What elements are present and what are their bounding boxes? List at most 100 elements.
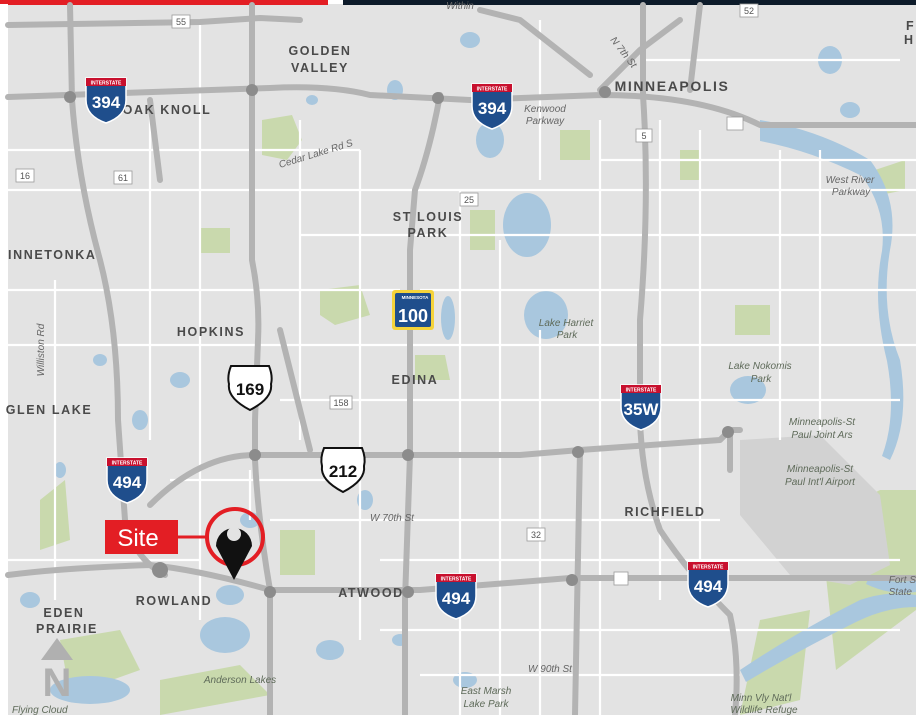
label-eden-prairie-1: EDEN bbox=[43, 606, 84, 620]
svg-text:100: 100 bbox=[398, 306, 428, 326]
park-lake-nokomis-1: Lake Nokomis bbox=[728, 361, 791, 372]
svg-text:61: 61 bbox=[118, 173, 128, 183]
park-flying-cloud: Flying Cloud bbox=[12, 705, 68, 715]
label-eden-prairie-2: PRAIRIE bbox=[36, 622, 98, 636]
label-edge-f: F bbox=[906, 19, 915, 33]
park-east-marsh-1: East Marsh bbox=[461, 686, 512, 697]
label-st-louis-park-1: ST LOUIS bbox=[393, 210, 463, 224]
svg-text:52: 52 bbox=[744, 6, 754, 16]
route-badge-61: 61 bbox=[113, 170, 133, 185]
site-marker[interactable]: Site bbox=[105, 507, 265, 580]
road-williston: Williston Rd bbox=[36, 323, 47, 376]
road-west-river-1: West River bbox=[826, 175, 875, 186]
park-minn-valley-1: Minn Vly Nat'l bbox=[731, 693, 793, 704]
airport-area bbox=[740, 435, 890, 585]
svg-text:169: 169 bbox=[236, 380, 264, 399]
park-msp-joint-1: Minneapolis-St bbox=[789, 417, 856, 428]
label-st-louis-park-2: PARK bbox=[408, 226, 449, 240]
label-minneapolis: MINNEAPOLIS bbox=[615, 78, 730, 94]
route-badge-blank-2 bbox=[613, 571, 629, 586]
road-w90th: W 90th St bbox=[528, 664, 573, 675]
label-hopkins: HOPKINS bbox=[177, 325, 245, 339]
state-shield-100: MINNESOTA 100 bbox=[392, 290, 434, 330]
route-badge-16: 16 bbox=[15, 168, 35, 183]
park-msp-joint-2: Paul Joint Ars bbox=[791, 430, 852, 441]
road-within: Within bbox=[446, 1, 474, 12]
interstate-shield-35w: INTERSTATE 35W bbox=[620, 384, 662, 431]
svg-text:494: 494 bbox=[694, 577, 723, 596]
top-accent-bar-navy bbox=[343, 0, 916, 5]
park-labels: Lake Harriet Park Lake Nokomis Park Minn… bbox=[12, 318, 856, 715]
svg-text:494: 494 bbox=[442, 589, 471, 608]
park-lake-harriet-2: Park bbox=[557, 330, 579, 341]
us-shield-169: 169 bbox=[227, 365, 273, 412]
route-badge-55: 55 bbox=[171, 14, 191, 29]
route-badge-52: 52 bbox=[739, 3, 759, 18]
site-label: Site bbox=[117, 525, 158, 552]
route-badges: 55 52 16 61 25 5 158 32 bbox=[15, 3, 759, 586]
label-glen-lake: GLEN LAKE bbox=[6, 403, 93, 417]
road-west-river-2: Parkway bbox=[832, 187, 871, 198]
park-lake-nokomis-2: Park bbox=[751, 374, 773, 385]
svg-text:32: 32 bbox=[531, 530, 541, 540]
road-fort-s-1: Fort S bbox=[889, 575, 916, 586]
interstate-shield-394-b: INTERSTATE 394 bbox=[471, 83, 513, 130]
route-badge-25: 25 bbox=[459, 192, 479, 207]
label-edina: EDINA bbox=[392, 373, 439, 387]
map-pin-icon bbox=[216, 528, 252, 580]
svg-text:35W: 35W bbox=[624, 400, 660, 419]
interstate-shield-494-c: INTERSTATE 494 bbox=[687, 561, 729, 608]
label-golden-valley-2: VALLEY bbox=[291, 61, 349, 75]
svg-text:INTERSTATE: INTERSTATE bbox=[693, 565, 724, 571]
park-east-marsh-2: Lake Park bbox=[463, 699, 509, 710]
svg-text:394: 394 bbox=[92, 93, 121, 112]
svg-text:394: 394 bbox=[478, 99, 507, 118]
north-arrow-icon: N bbox=[41, 638, 73, 705]
svg-text:494: 494 bbox=[113, 473, 142, 492]
us-shield-212: 212 bbox=[320, 447, 366, 494]
svg-text:5: 5 bbox=[641, 131, 646, 141]
svg-text:25: 25 bbox=[464, 195, 474, 205]
svg-text:MINNESOTA: MINNESOTA bbox=[402, 295, 429, 300]
svg-text:INTERSTATE: INTERSTATE bbox=[441, 577, 472, 583]
label-edge-h: H bbox=[904, 33, 915, 47]
park-anderson-lakes: Anderson Lakes bbox=[203, 675, 276, 686]
route-badge-158: 158 bbox=[329, 395, 353, 410]
svg-text:212: 212 bbox=[329, 462, 357, 481]
svg-text:INTERSTATE: INTERSTATE bbox=[112, 461, 143, 467]
top-accent-bar-red bbox=[0, 0, 328, 5]
svg-text:INTERSTATE: INTERSTATE bbox=[477, 87, 508, 93]
svg-text:55: 55 bbox=[176, 17, 186, 27]
interstate-shield-494-a: INTERSTATE 494 bbox=[106, 457, 148, 504]
interstate-shield-494-b: INTERSTATE 494 bbox=[435, 573, 477, 620]
route-badge-5: 5 bbox=[635, 128, 653, 143]
svg-text:N: N bbox=[43, 661, 72, 705]
park-minn-valley-2: Wildlife Refuge bbox=[730, 705, 798, 715]
road-kenwood-2: Parkway bbox=[526, 116, 565, 127]
route-badge-blank-1 bbox=[726, 116, 744, 131]
park-msp-airport-2: Paul Int'l Airport bbox=[785, 477, 856, 488]
label-oak-knoll: OAK KNOLL bbox=[123, 103, 212, 117]
svg-text:158: 158 bbox=[333, 398, 348, 408]
park-lake-harriet-1: Lake Harriet bbox=[539, 318, 595, 329]
route-badge-32: 32 bbox=[526, 527, 546, 542]
interchanges bbox=[64, 84, 734, 598]
road-fort-s-2: State bbox=[889, 587, 913, 598]
label-minnetonka: INNETONKA bbox=[8, 248, 96, 262]
road-kenwood-1: Kenwood bbox=[524, 104, 566, 115]
svg-text:INTERSTATE: INTERSTATE bbox=[91, 81, 122, 87]
map-pin-hole bbox=[227, 527, 241, 541]
road-w70th: W 70th St bbox=[370, 513, 415, 524]
label-rowland: ROWLAND bbox=[136, 594, 212, 608]
site-label-box bbox=[105, 520, 178, 554]
label-atwood: ATWOOD bbox=[338, 586, 404, 600]
svg-text:16: 16 bbox=[20, 171, 30, 181]
park-msp-airport-1: Minneapolis-St bbox=[787, 464, 854, 475]
label-richfield: RICHFIELD bbox=[624, 505, 705, 519]
local-roads bbox=[8, 20, 916, 715]
label-golden-valley-1: GOLDEN bbox=[288, 44, 351, 58]
interstate-shield-394-a: INTERSTATE 394 bbox=[85, 77, 127, 124]
left-margin bbox=[0, 4, 8, 715]
svg-text:INTERSTATE: INTERSTATE bbox=[626, 388, 657, 394]
